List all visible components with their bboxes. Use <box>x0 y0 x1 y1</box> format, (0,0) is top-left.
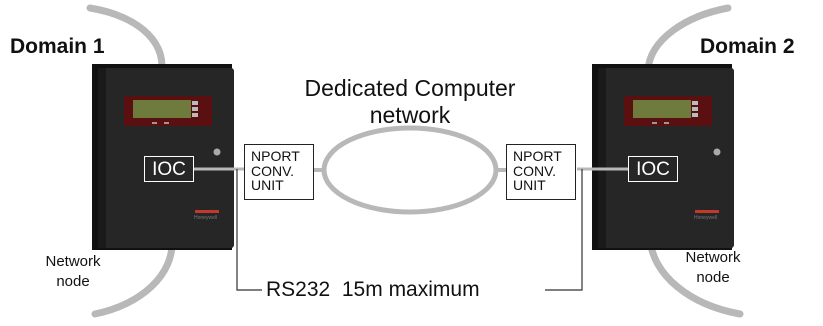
nport-unit-right: NPORT CONV. UNIT <box>506 144 576 200</box>
network-cable-top-right <box>644 4 732 74</box>
ioc-label-left: IOC <box>144 156 194 182</box>
ioc-label-right: IOC <box>628 156 678 182</box>
domain-2-label: Domain 2 <box>700 35 795 58</box>
network-cable-bottom-right <box>646 234 744 318</box>
control-panel-right <box>592 64 734 250</box>
brand-logo-left <box>195 210 219 213</box>
nport-left-line2: CONV. <box>251 162 295 179</box>
nport-left-line3: UNIT <box>251 177 284 194</box>
rs232-label: RS232 15m maximum <box>266 278 480 301</box>
network-node-left-line1: Network <box>45 253 101 270</box>
nport-right-line3: UNIT <box>513 177 546 194</box>
nport-left-line1: NPORT <box>251 148 300 164</box>
nport-right-line2: CONV. <box>513 162 557 179</box>
network-cable-bottom-left <box>91 234 176 318</box>
rs232-bracket-right <box>545 169 583 291</box>
rs232-bracket-left <box>236 169 262 291</box>
brand-logo-right <box>695 210 719 213</box>
control-panel-left <box>92 64 234 250</box>
brand-text-left: Honeywell <box>194 215 218 221</box>
network-title-line1: Dedicated Computer <box>304 75 516 101</box>
nport-right-line1: NPORT <box>513 148 562 164</box>
domain-1-label: Domain 1 <box>10 35 105 58</box>
network-node-right-line2: node <box>696 269 730 286</box>
nport-unit-left: NPORT CONV. UNIT <box>244 144 314 200</box>
network-title-line2: network <box>369 102 451 128</box>
network-node-right-line1: Network <box>685 249 741 266</box>
brand-text-right: Honeywell <box>694 215 718 221</box>
network-ring <box>321 125 499 215</box>
network-node-left-line2: node <box>56 273 90 290</box>
